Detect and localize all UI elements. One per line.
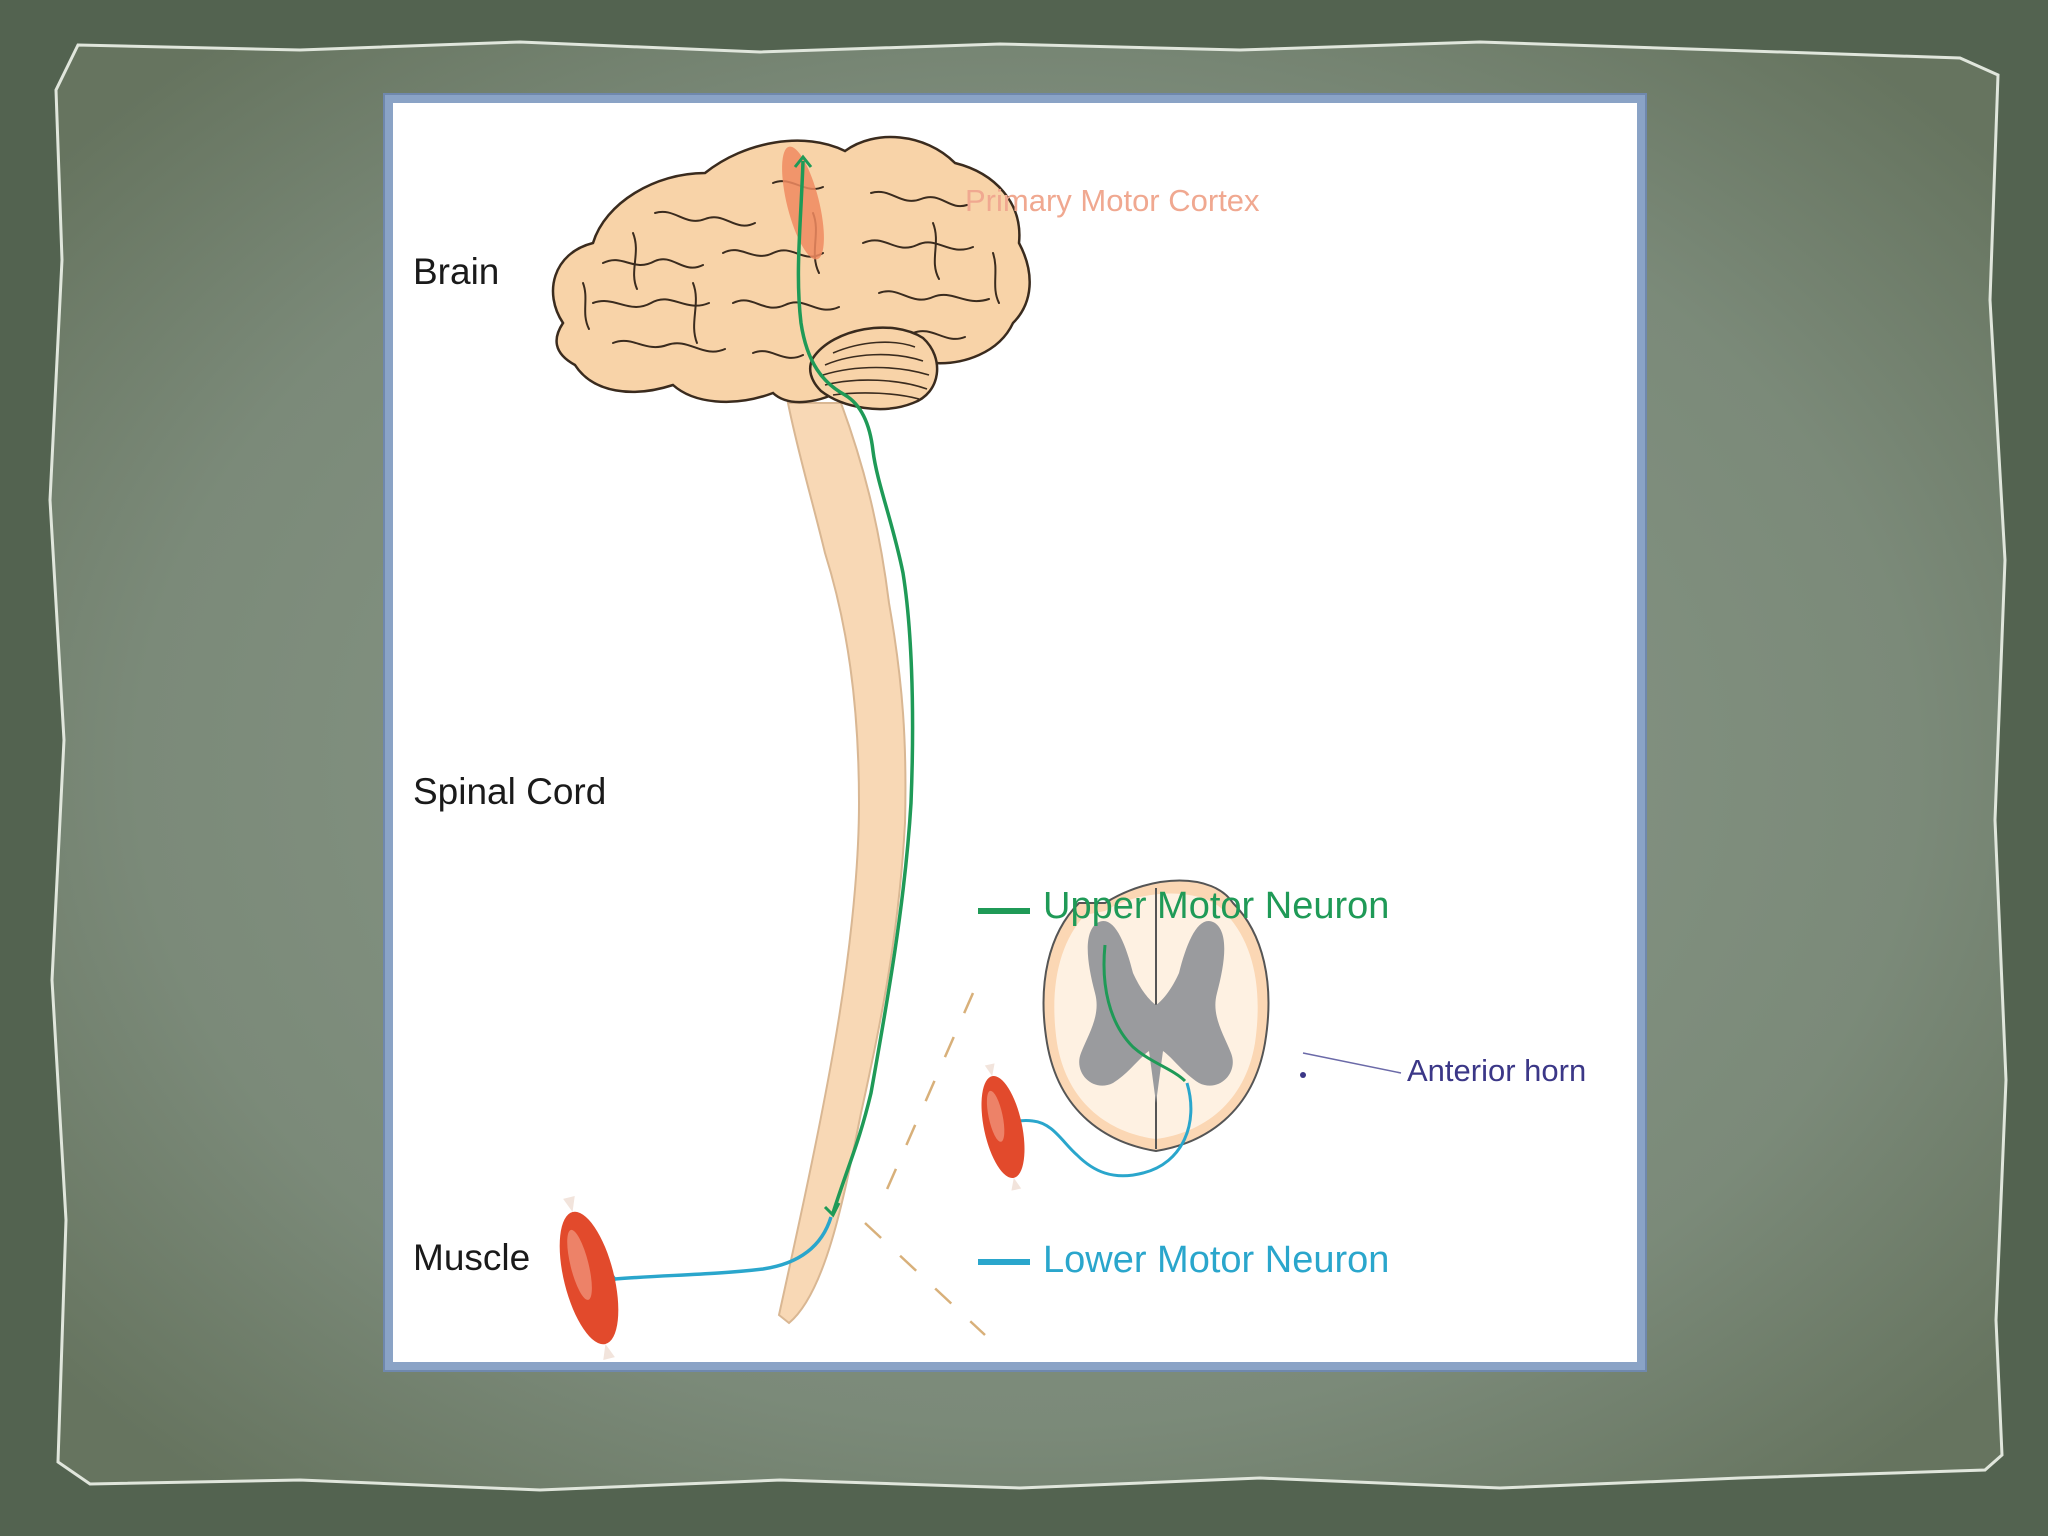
anterior-horn-label: Anterior horn (1407, 1053, 1587, 1088)
spinal-cord (777, 402, 907, 1325)
spinal-cord-cross-section (1042, 879, 1270, 1153)
diagram-frame: Brain Primary Motor Cortex Spinal Cord M… (385, 95, 1645, 1370)
brain-label: Brain (413, 251, 500, 292)
brain-gyri (582, 180, 1000, 359)
zoom-lines (864, 992, 986, 1336)
upper-motor-neuron-label: Upper Motor Neuron (1043, 885, 1390, 927)
upper-motor-neuron-terminal (823, 1202, 841, 1218)
gray-matter (1079, 920, 1233, 1103)
upper-motor-neuron-cross-section (1102, 944, 1187, 1083)
upper-motor-neuron-cortex-terminal (793, 154, 813, 168)
upper-motor-neuron-path (796, 160, 915, 1214)
muscle-small (981, 1063, 1025, 1191)
anterior-horn-dot (1300, 1072, 1306, 1078)
lower-motor-neuron-cross-section (998, 1082, 1193, 1178)
primary-motor-cortex-label: Primary Motor Cortex (965, 183, 1260, 218)
cerebellum (809, 326, 939, 411)
muscle-large (559, 1196, 619, 1360)
spinal-cord-label: Spinal Cord (413, 771, 607, 812)
muscle-label: Muscle (413, 1237, 531, 1278)
primary-motor-cortex-highlight (782, 146, 824, 260)
anterior-horn-pointer (1302, 1052, 1402, 1074)
lower-motor-neuron-path (614, 1216, 833, 1281)
lower-motor-neuron-label: Lower Motor Neuron (1043, 1239, 1390, 1281)
motor-pathway-diagram (551, 135, 1402, 1360)
